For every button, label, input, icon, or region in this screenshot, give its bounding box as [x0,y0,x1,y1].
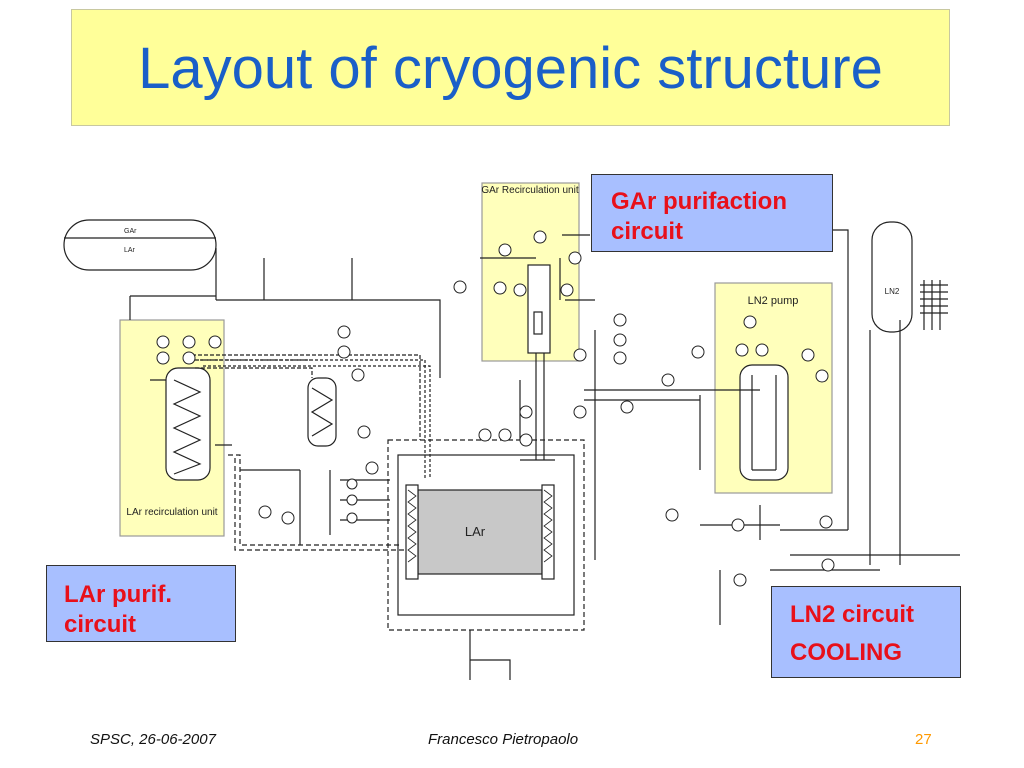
callout-lar-purif-text: LAr purif. circuit [64,581,172,638]
lar-heat-exchanger [165,367,211,481]
lar-vessel-label: LAr [465,524,486,539]
tank-label-lar: LAr [124,247,136,254]
storage-tank [63,219,217,271]
ln2-dewar [871,221,913,333]
ln2-coils [920,280,948,330]
ln2-pump-label: LN2 pump [748,295,799,307]
page-number: 27 [915,731,932,748]
cryostat-middle [397,454,575,616]
pipe-right-loop [584,330,760,560]
ln2-pump-vessel [739,364,789,481]
pipe-lar-loop [192,354,421,440]
lar-vessel [417,489,543,575]
callout-gar-purification-text: GAr purifaction circuit [611,188,788,245]
callout-ln2-cooling: LN2 circuit COOLING [771,586,961,678]
instrument-symbols [156,230,835,587]
middle-column [307,377,337,447]
ln2-tank-label: LN2 [885,287,900,296]
lar-unit-label: LAr recirculation unit [126,507,217,518]
callout-ln2-circuit-text: LN2 circuit [790,601,915,628]
callout-lar-purif: LAr purif. circuit [46,565,236,642]
slide-title: Layout of cryogenic structure [138,36,883,101]
footer-date: SPSC, 26-06-2007 [90,731,216,748]
tank-label-gar: GAr [124,228,137,235]
callout-gar-purification: GAr purifaction circuit [591,174,833,252]
title-banner: Layout of cryogenic structure [71,9,950,126]
gar-unit-label: GAr Recirculation unit [481,185,578,196]
gar-column [527,264,551,354]
callout-cooling-text: COOLING [790,639,902,666]
pipe-left-return [228,454,405,551]
footer-author: Francesco Pietropaolo [428,731,579,748]
pipe-gar-up [519,353,555,461]
pipe-top-lines [129,248,441,378]
